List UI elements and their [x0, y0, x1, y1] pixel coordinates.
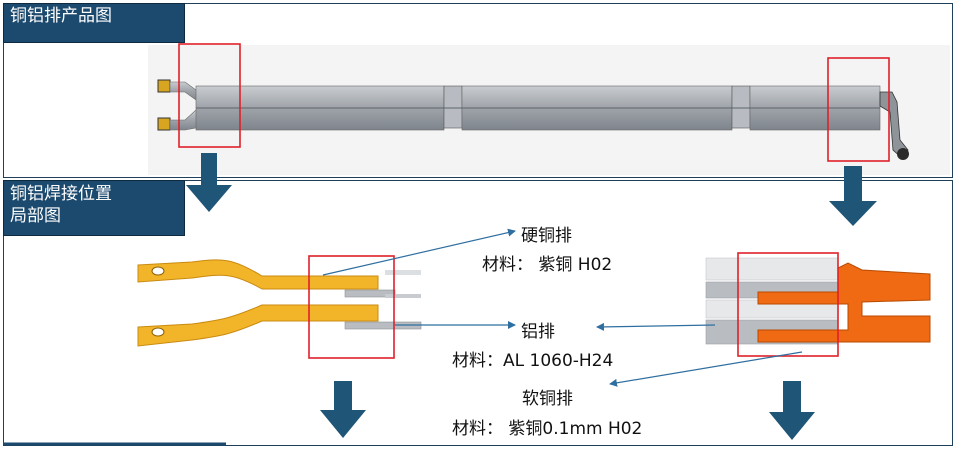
clamp-1	[443, 85, 463, 129]
aluminum-label: 铝排	[521, 322, 555, 342]
aluminum-material: 材料：AL 1060-H24	[452, 351, 614, 371]
soft-copper-label: 软铜排	[522, 389, 573, 409]
left-terminal-upper	[157, 79, 171, 93]
right-terminal	[897, 148, 909, 160]
soft-copper-bar	[757, 262, 931, 343]
highlight-box-right-top	[827, 57, 890, 162]
aluminum-strip-upper-2	[385, 270, 421, 275]
highlight-box-left-bottom	[308, 255, 395, 359]
left-terminal-lower	[157, 117, 171, 131]
full-busbar-assembly	[148, 45, 950, 175]
soft-copper-material: 材料： 紫铜0.1mm H02	[452, 419, 643, 439]
leader-aluminum-right	[596, 322, 716, 331]
product-header: 铜铝排产品图	[3, 3, 185, 43]
hard-copper-hole-upper	[151, 266, 165, 276]
hard-copper-label: 硬铜排	[521, 226, 572, 246]
right-weld-detail	[705, 257, 931, 345]
highlight-box-right-bottom	[737, 252, 839, 357]
weld-detail-header-line2: 局部图	[10, 206, 61, 226]
weld-detail-header: 铜铝焊接位置 局部图	[3, 180, 185, 236]
aluminum-strip-upper-1	[344, 289, 396, 298]
aluminum-layer-1	[705, 257, 839, 281]
highlight-box-left-top	[178, 43, 241, 148]
hard-copper-bar-upper	[137, 259, 379, 290]
down-arrow-left-top	[186, 153, 232, 212]
down-arrow-right-top	[829, 166, 877, 226]
down-arrow-left-bottom	[320, 381, 366, 438]
left-weld-detail	[137, 259, 422, 347]
hard-copper-hole-lower	[151, 327, 165, 337]
leader-hard-copper	[322, 228, 516, 276]
clamp-2	[731, 85, 751, 129]
aluminum-strip-mid	[385, 294, 421, 298]
down-arrow-right-bottom	[769, 381, 815, 440]
leader-soft-copper	[609, 351, 803, 387]
product-header-title: 铜铝排产品图	[10, 6, 112, 26]
hard-copper-material: 材料： 紫铜 H02	[482, 255, 613, 275]
hard-copper-bar-lower	[137, 304, 379, 347]
weld-detail-header-line1: 铜铝焊接位置	[10, 184, 112, 204]
